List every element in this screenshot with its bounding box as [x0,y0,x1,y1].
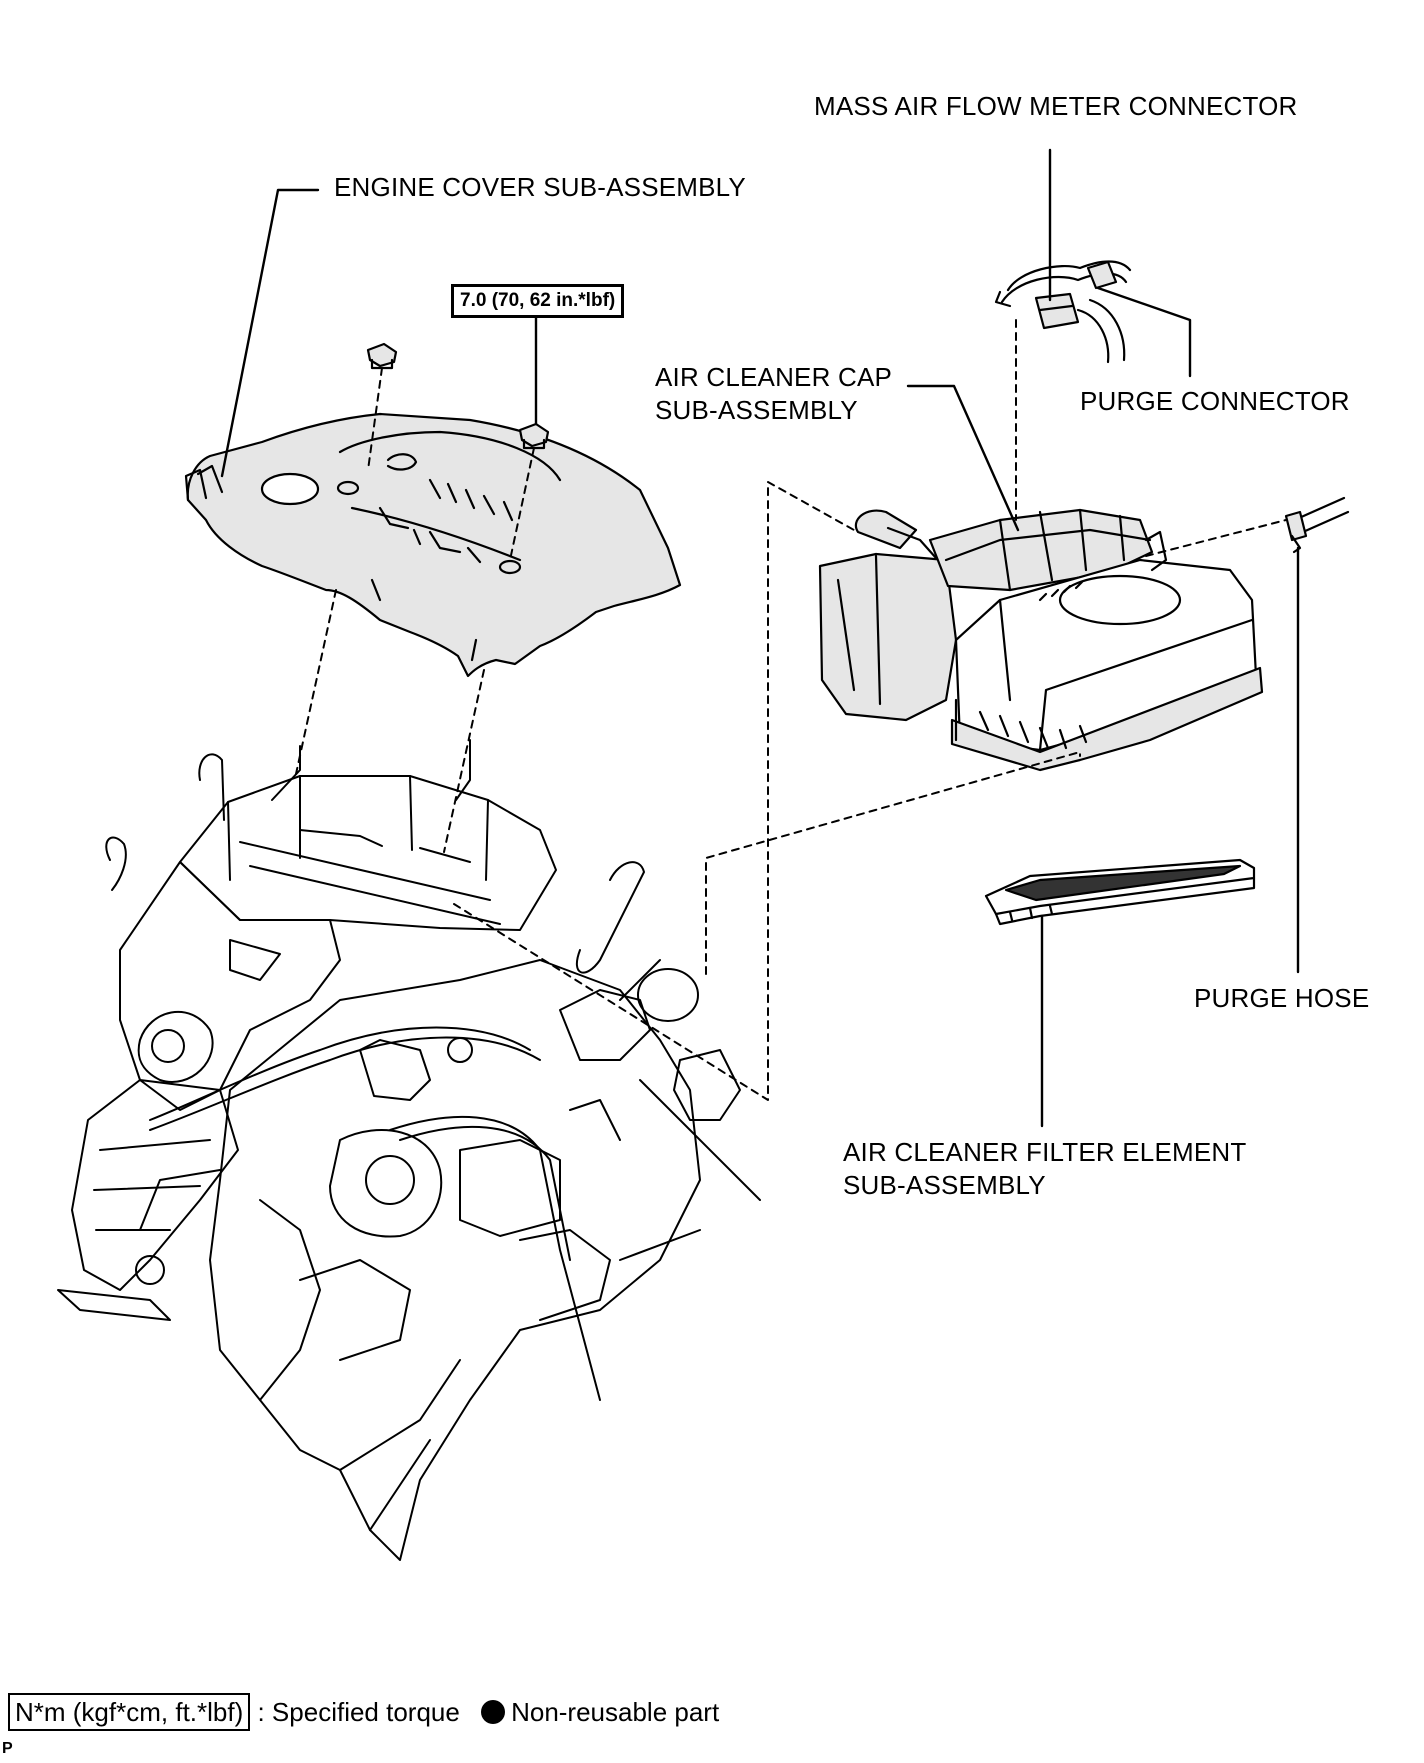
non-reusable-part-dot-icon [481,1700,506,1724]
legend-torque-units: N*m (kgf*cm, ft.*lbf) [8,1693,251,1731]
label-purge-connector: PURGE CONNECTOR [1080,386,1350,416]
engine-assembly [57,739,761,1561]
label-mass-air-flow-meter-connector: MASS AIR FLOW METER CONNECTOR [814,91,1298,121]
purge-connector [1086,260,1118,290]
air-cleaner-cap-sub-assembly [818,508,1264,772]
corner-mark: P [2,1740,13,1757]
leader-lines [220,148,1300,1128]
label-engine-cover-sub-assembly: ENGINE COVER SUB-ASSEMBLY [334,172,746,202]
purge-hose [1284,496,1350,554]
label-air-cleaner-filter-line2: SUB-ASSEMBLY [843,1170,1046,1200]
label-purge-hose: PURGE HOSE [1194,983,1370,1013]
legend-torque-desc: : Specified torque [257,1697,460,1727]
engine-cover-sub-assembly [184,412,682,678]
legend-non-reusable: Non-reusable part [511,1697,720,1727]
air-cleaner-filter-element-sub-assembly [984,858,1256,926]
torque-spec-engine-cover-nut: 7.0 (70, 62 in.*lbf) [451,284,625,318]
alignment-dashed-lines [295,319,1287,1101]
engine-cover-nut-left [366,342,398,370]
legend: N*m (kgf*cm, ft.*lbf) : Specified torque… [8,1693,719,1731]
label-air-cleaner-cap-line1: AIR CLEANER CAP [655,362,893,392]
mass-air-flow-meter-connector [994,260,1132,364]
engine-cover-nut-right [518,422,550,450]
label-air-cleaner-cap-line2: SUB-ASSEMBLY [655,395,858,425]
label-air-cleaner-filter-line1: AIR CLEANER FILTER ELEMENT [843,1137,1247,1167]
